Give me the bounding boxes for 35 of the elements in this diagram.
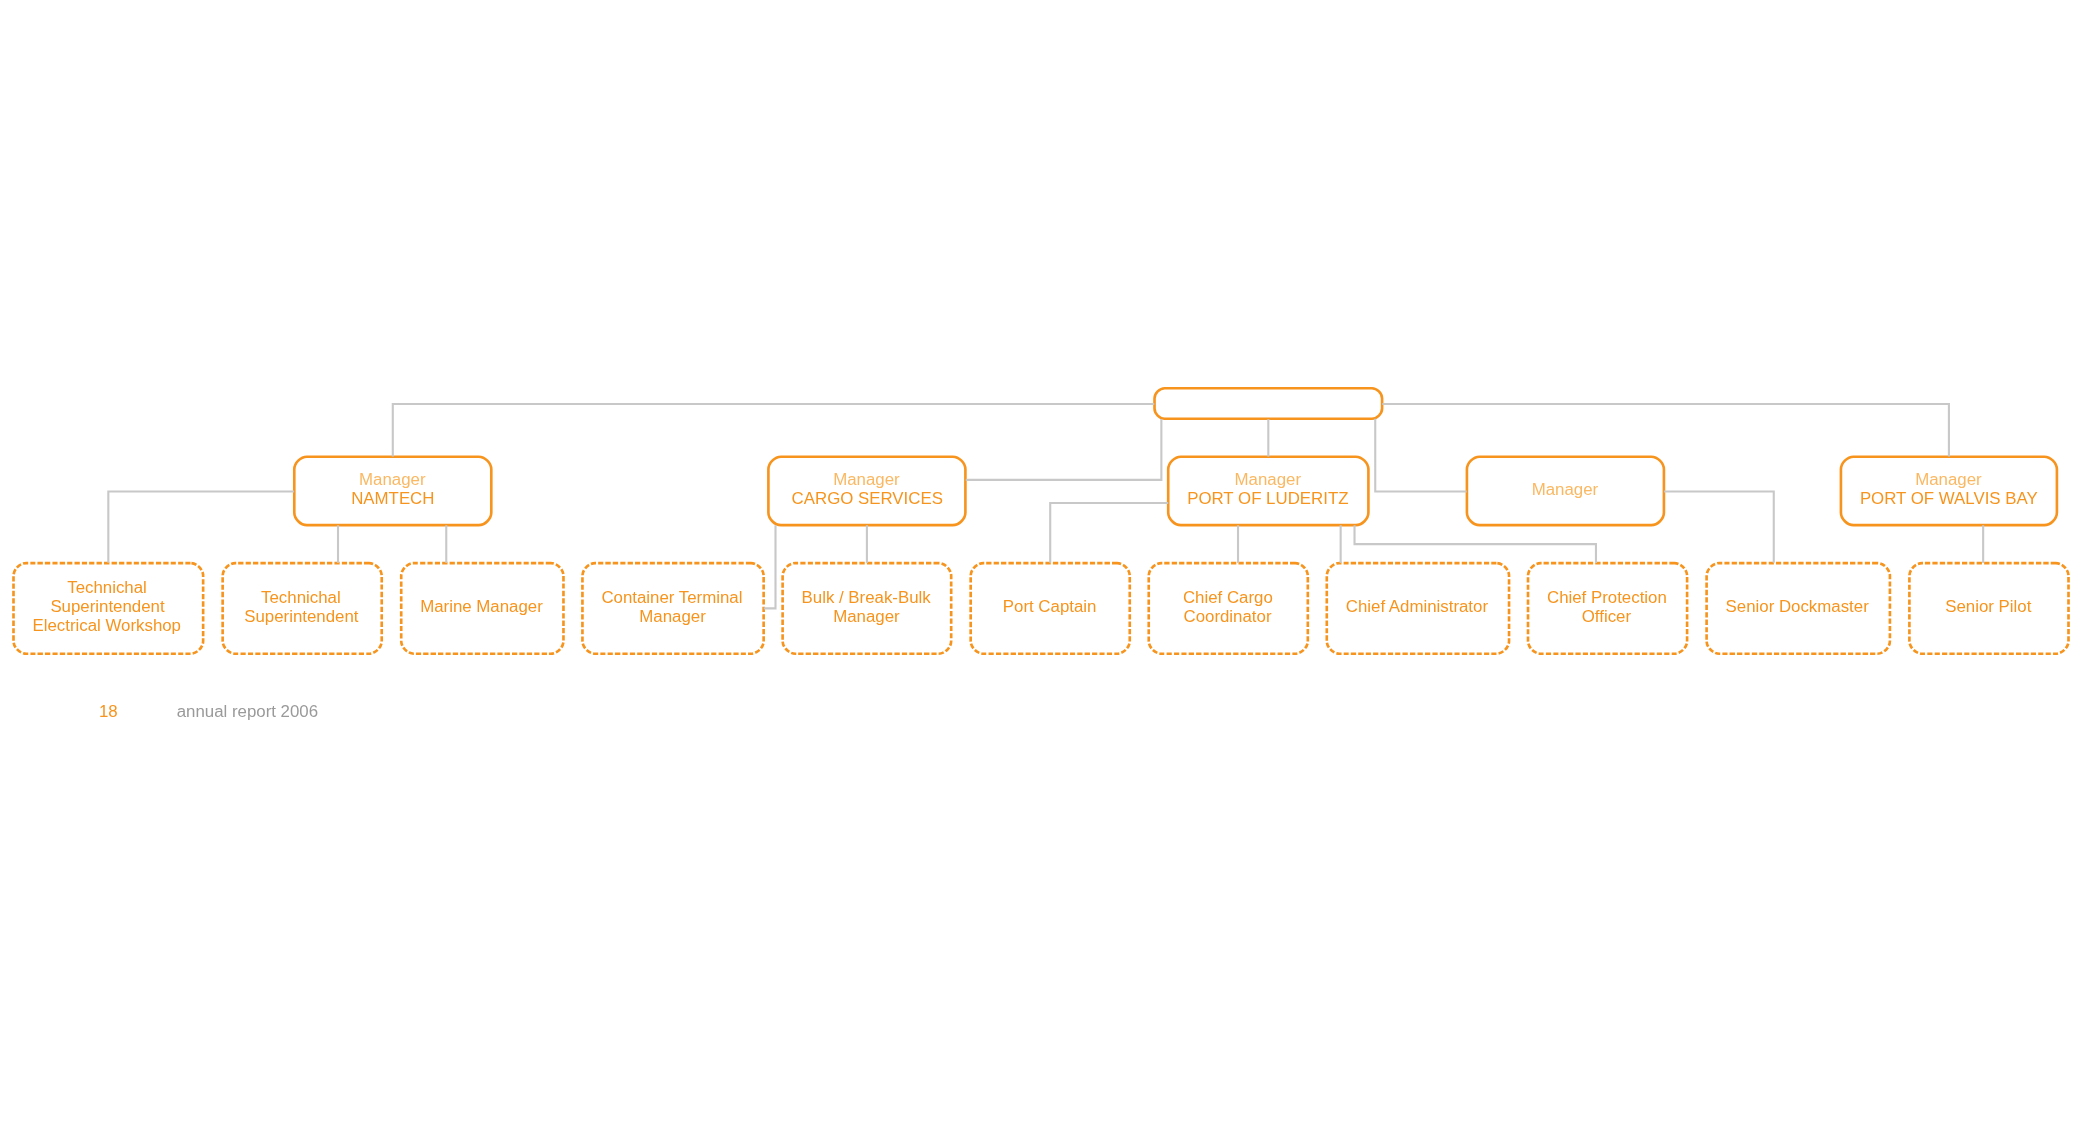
connector: [763, 524, 777, 609]
node-box: Manager NAMTECH: [292, 454, 493, 526]
node-box: Senior Dockmaster: [1705, 561, 1892, 655]
node-box: Chief Administrator: [1325, 561, 1511, 655]
connector: [336, 524, 340, 563]
connector: [1664, 489, 1775, 563]
node-box: Manager: [1465, 454, 1666, 526]
connector: [391, 402, 1155, 457]
label: 18: [98, 701, 118, 721]
node-box: Senior Pilot: [1908, 561, 2070, 655]
connector: [1982, 524, 1985, 563]
connector: [1374, 418, 1467, 492]
node-box: Technichal Superintendent: [221, 561, 384, 655]
connector: [1267, 418, 1270, 457]
node-box: Manager PORT OF LUDERITZ: [1166, 454, 1370, 526]
node-box: Chief Cargo Coordinator: [1147, 561, 1310, 655]
node-box: Port Captain: [969, 561, 1132, 655]
connector: [965, 418, 1163, 481]
node-box: Bulk / Break-Bulk Manager: [781, 561, 953, 655]
connector: [1236, 524, 1240, 563]
node-box: Technichal Superintendent Electrical Workshop: [12, 561, 205, 655]
connector: [445, 524, 448, 563]
connector: [1382, 402, 1950, 457]
node-box: Manager PORT OF WALVIS BAY: [1839, 454, 2059, 526]
node-box: [1153, 386, 1384, 420]
connector: [107, 489, 295, 563]
connector: [865, 524, 868, 563]
node-box: Marine Manager: [399, 561, 565, 655]
connector: [1339, 524, 1342, 563]
node-box: Manager CARGO SERVICES: [767, 454, 967, 526]
connector: [1353, 524, 1598, 563]
node-box: Container Terminal Manager: [581, 561, 765, 655]
node-box: Chief Protection Officer: [1526, 561, 1689, 655]
connector: [1049, 501, 1169, 563]
label: annual report 2006: [176, 701, 319, 721]
